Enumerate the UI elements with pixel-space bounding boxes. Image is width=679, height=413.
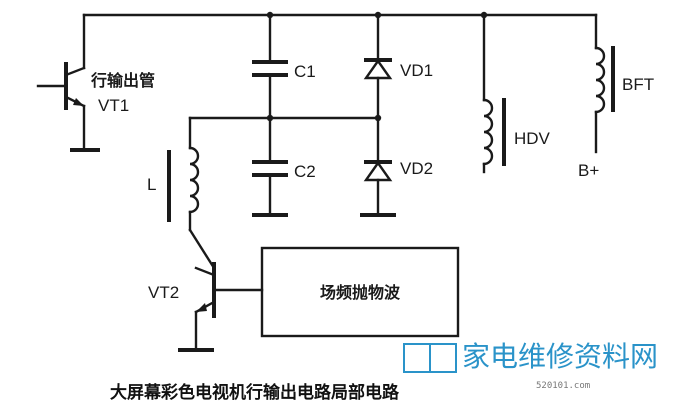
transformer-bft [594,13,615,154]
l-label: L [147,175,156,194]
bft-label: BFT [622,75,654,94]
hdv-label: HDV [514,129,551,148]
capacitor-c1 [252,11,288,120]
diode-vd2 [360,114,396,217]
watermark-sub: 520101.com [536,381,590,391]
vd2-label: VD2 [400,159,433,178]
diode-vd1 [363,11,393,120]
watermark-text: 家电维修资料网 [462,340,658,373]
transistor-vt2 [178,262,264,352]
figure-caption: 大屏幕彩色电视机行输出电路局部电路 [110,382,400,403]
vd1-label: VD1 [400,61,433,80]
block-label: 场频抛物波 [320,283,401,302]
vt1-label: VT1 [98,96,129,115]
c2-label: C2 [294,162,316,181]
c1-label: C1 [294,62,316,81]
coil-l [167,146,216,270]
parabola-block [260,246,460,338]
coil-hdv [480,11,506,174]
vt2-label: VT2 [148,283,179,302]
transistor-vt1 [36,13,100,152]
watermark-logo [403,343,457,373]
capacitor-c2 [252,114,288,217]
vt1-label-cn: 行输出管 [90,71,155,90]
bplus-label: B+ [578,161,599,180]
